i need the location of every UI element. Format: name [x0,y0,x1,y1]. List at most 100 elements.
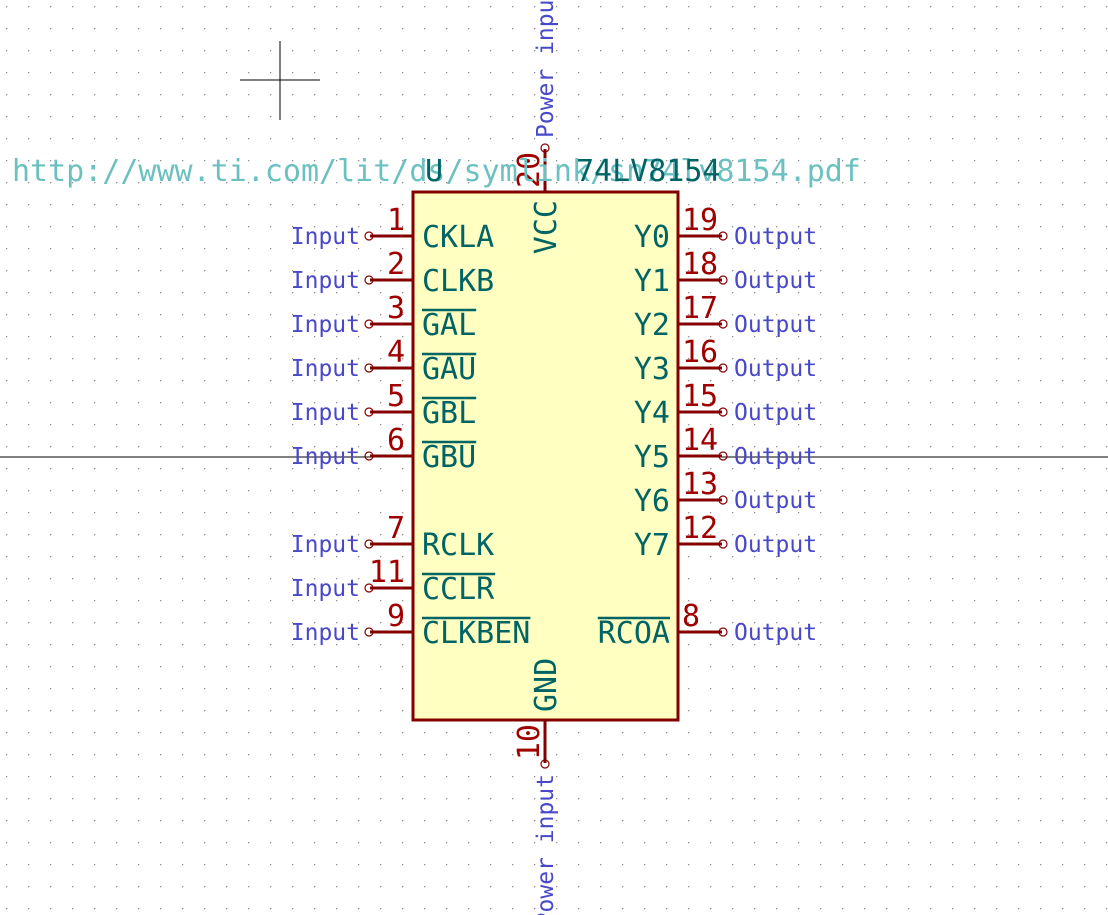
pin-number: 1 [387,203,405,238]
pin-electrical-type: Output [734,400,817,426]
pin-number: 20 [512,152,547,188]
pin-number: 4 [387,335,405,370]
pin-right-15[interactable]: 15 Y4 Output [634,379,817,431]
pin-number: 13 [682,467,718,502]
pin-electrical-type: Input [291,268,360,294]
pin-endpoint[interactable] [364,275,374,285]
pin-name: Y3 [634,352,670,387]
pin-electrical-type: Input [291,356,360,382]
pin-electrical-type: Output [734,312,817,338]
pin-endpoint[interactable] [718,319,728,329]
pin-endpoint[interactable] [540,143,550,153]
pin-number: 9 [387,599,405,634]
pin-electrical-type: Output [734,444,817,470]
pin-electrical-type: Power input [533,774,559,915]
pin-name: RCOA [598,616,670,651]
pin-number: 18 [682,247,718,282]
pin-endpoint[interactable] [718,407,728,417]
pin-endpoint[interactable] [364,231,374,241]
pin-right-16[interactable]: 16 Y3 Output [634,335,817,387]
pin-number: 10 [512,724,547,760]
pin-number: 7 [387,511,405,546]
pin-endpoint[interactable] [364,539,374,549]
pin-right-14[interactable]: 14 Y5 Output [634,423,817,475]
pin-left-1[interactable]: 1 CKLA Input [291,203,495,255]
pin-name: RCLK [422,528,494,563]
pin-left-3[interactable]: 3 GAL Input [291,291,476,343]
pin-endpoint[interactable] [718,363,728,373]
cursor-crosshair [240,41,320,120]
pin-endpoint[interactable] [364,319,374,329]
pin-electrical-type: Output [734,268,817,294]
pin-endpoint[interactable] [364,363,374,373]
pin-endpoint[interactable] [364,583,374,593]
pin-electrical-type: Output [734,488,817,514]
pin-name: CLKBEN [422,616,530,651]
pin-electrical-type: Input [291,620,360,646]
pin-left-7[interactable]: 7 RCLK Input [291,511,495,563]
pin-electrical-type: Output [734,532,817,558]
pin-electrical-type: Output [734,224,817,250]
pin-name: CKLA [422,220,494,255]
pin-right-19[interactable]: 19 Y0 Output [634,203,817,255]
pin-endpoint[interactable] [718,627,728,637]
pin-number: 14 [682,423,718,458]
pin-number: 15 [682,379,718,414]
pin-number: 11 [369,555,405,590]
pin-right-17[interactable]: 17 Y2 Output [634,291,817,343]
pin-left-2[interactable]: 2 CLKB Input [291,247,495,299]
pin-number: 16 [682,335,718,370]
pin-name: Y5 [634,440,670,475]
pin-name: Y4 [634,396,670,431]
pin-endpoint[interactable] [718,231,728,241]
pin-left-6[interactable]: 6 GBU Input [291,423,476,475]
pin-name: Y7 [634,528,670,563]
pin-endpoint[interactable] [718,495,728,505]
pin-right-12[interactable]: 12 Y7 Output [634,511,817,563]
pin-right-8[interactable]: 8 RCOA Output [598,599,817,651]
pin-number: 3 [387,291,405,326]
pin-number: 2 [387,247,405,282]
pin-number: 12 [682,511,718,546]
pin-name: GAU [422,352,476,387]
pin-electrical-type: Input [291,224,360,250]
pin-name: GAL [422,308,476,343]
pin-name: GBU [422,440,476,475]
reference-designator[interactable]: U [425,154,443,189]
pin-electrical-type: Output [734,356,817,382]
pin-endpoint[interactable] [718,539,728,549]
pin-bottom-10[interactable]: 10 GND Power input [512,658,564,915]
pin-number: 19 [682,203,718,238]
pin-left-4[interactable]: 4 GAU Input [291,335,476,387]
pin-electrical-type: Input [291,400,360,426]
pin-endpoint[interactable] [540,759,550,769]
pin-endpoint[interactable] [364,407,374,417]
pin-endpoint[interactable] [718,275,728,285]
pin-left-9[interactable]: 9 CLKBEN Input [291,599,531,651]
pin-name: Y2 [634,308,670,343]
pin-endpoint[interactable] [364,451,374,461]
pin-name: CLKB [422,264,494,299]
pin-number: 17 [682,291,718,326]
pin-name: Y0 [634,220,670,255]
pin-electrical-type: Input [291,532,360,558]
pin-name: CCLR [422,572,495,607]
pin-electrical-type: Output [734,620,817,646]
part-value[interactable]: 74LV8154 [576,154,721,189]
pin-number: 8 [682,599,700,634]
datasheet-url[interactable]: http://www.ti.com/lit/ds/symlink/sn74lv8… [12,154,861,189]
pin-electrical-type: Input [291,444,360,470]
pin-endpoint[interactable] [718,451,728,461]
pin-endpoint[interactable] [364,627,374,637]
pin-number: 6 [387,423,405,458]
pin-name: GND [529,658,564,712]
pin-electrical-type: Input [291,312,360,338]
